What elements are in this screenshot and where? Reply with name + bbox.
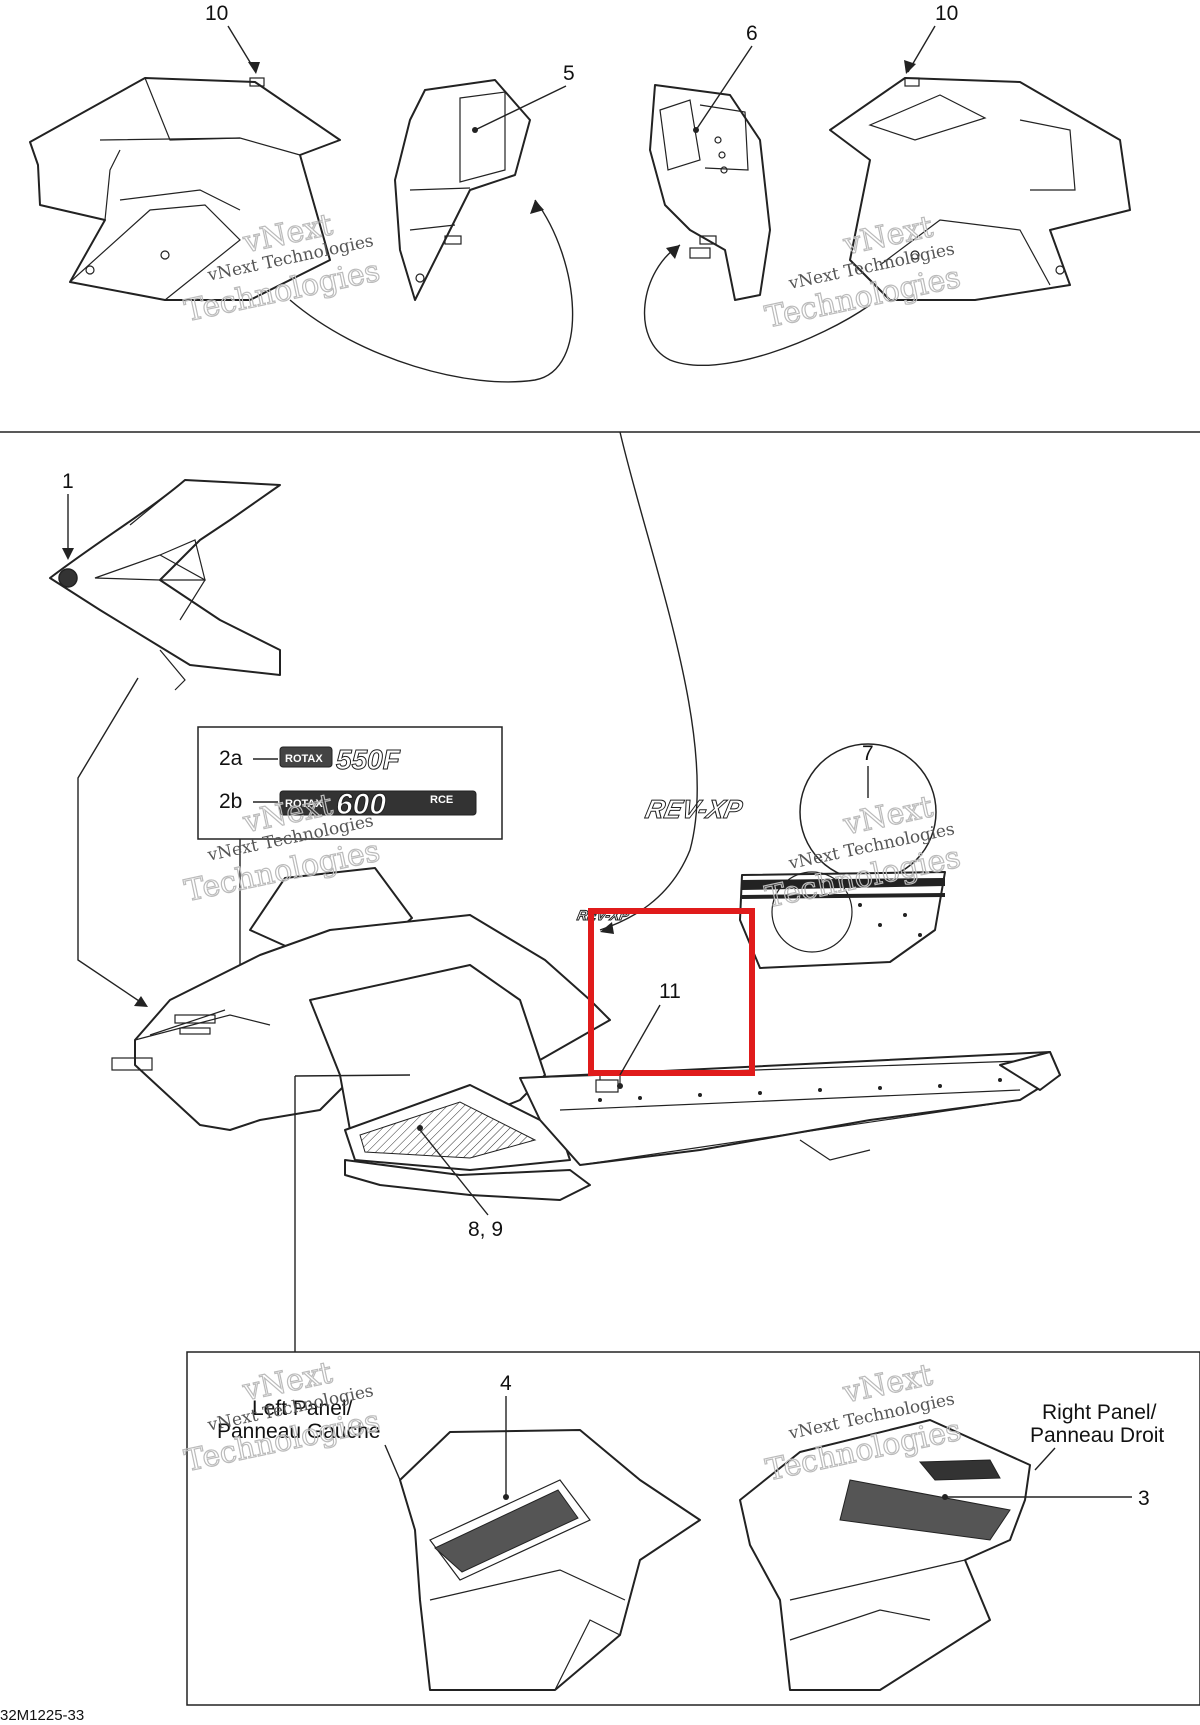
callout-7: 7 (862, 742, 874, 765)
callout-2a: 2a (219, 747, 243, 770)
right-side-panel-part (829, 77, 1131, 301)
reference-code: 32M1225-33 (0, 1707, 84, 1724)
callout-4: 4 (500, 1372, 512, 1395)
callout-10-left: 10 (205, 2, 228, 25)
left-panel-label-en: Left Panel/ (252, 1397, 353, 1420)
watermark-2: vNext vNext Technologies Technologies (762, 209, 965, 336)
engine-decal-box (197, 726, 503, 840)
svg-text:600: 600 (336, 788, 386, 821)
decal-rotax-550: ROTAX 550F (279, 744, 401, 776)
left-panel-part (399, 1429, 701, 1691)
callout-1: 1 (62, 470, 74, 493)
nose-hood-part (49, 479, 281, 691)
side-panels-box (186, 1351, 1200, 1706)
right-inner-panel-part (649, 84, 771, 301)
right-panel-part (739, 1419, 1031, 1691)
svg-text:550F: 550F (336, 744, 401, 775)
snowmobile-body-assembly (111, 867, 1061, 1201)
svg-text:ROTAX: ROTAX (285, 753, 323, 765)
left-side-panel-part (29, 77, 341, 301)
callout-3: 3 (1138, 1487, 1150, 1510)
right-panel-label-en: Right Panel/ (1042, 1401, 1157, 1424)
decal-rotax-600: ROTAX 600 RCE (279, 788, 477, 822)
svg-text:ROTAX: ROTAX (285, 798, 323, 810)
left-panel-label-fr: Panneau Gauche (217, 1420, 380, 1443)
right-panel-label-fr: Panneau Droit (1030, 1424, 1164, 1447)
left-inner-panel-part (394, 79, 531, 301)
callout-11: 11 (659, 980, 681, 1003)
svg-text:RCE: RCE (430, 794, 453, 806)
decal-revxp: REV-XP (642, 794, 746, 825)
callout-2b: 2b (219, 790, 242, 813)
callout-6: 6 (746, 22, 758, 45)
highlight-box (588, 908, 755, 1076)
svg-text:REV-XP: REV-XP (643, 794, 746, 824)
callout-5: 5 (563, 62, 575, 85)
callout-10-right: 10 (935, 2, 958, 25)
callout-8-9: 8, 9 (468, 1218, 503, 1241)
